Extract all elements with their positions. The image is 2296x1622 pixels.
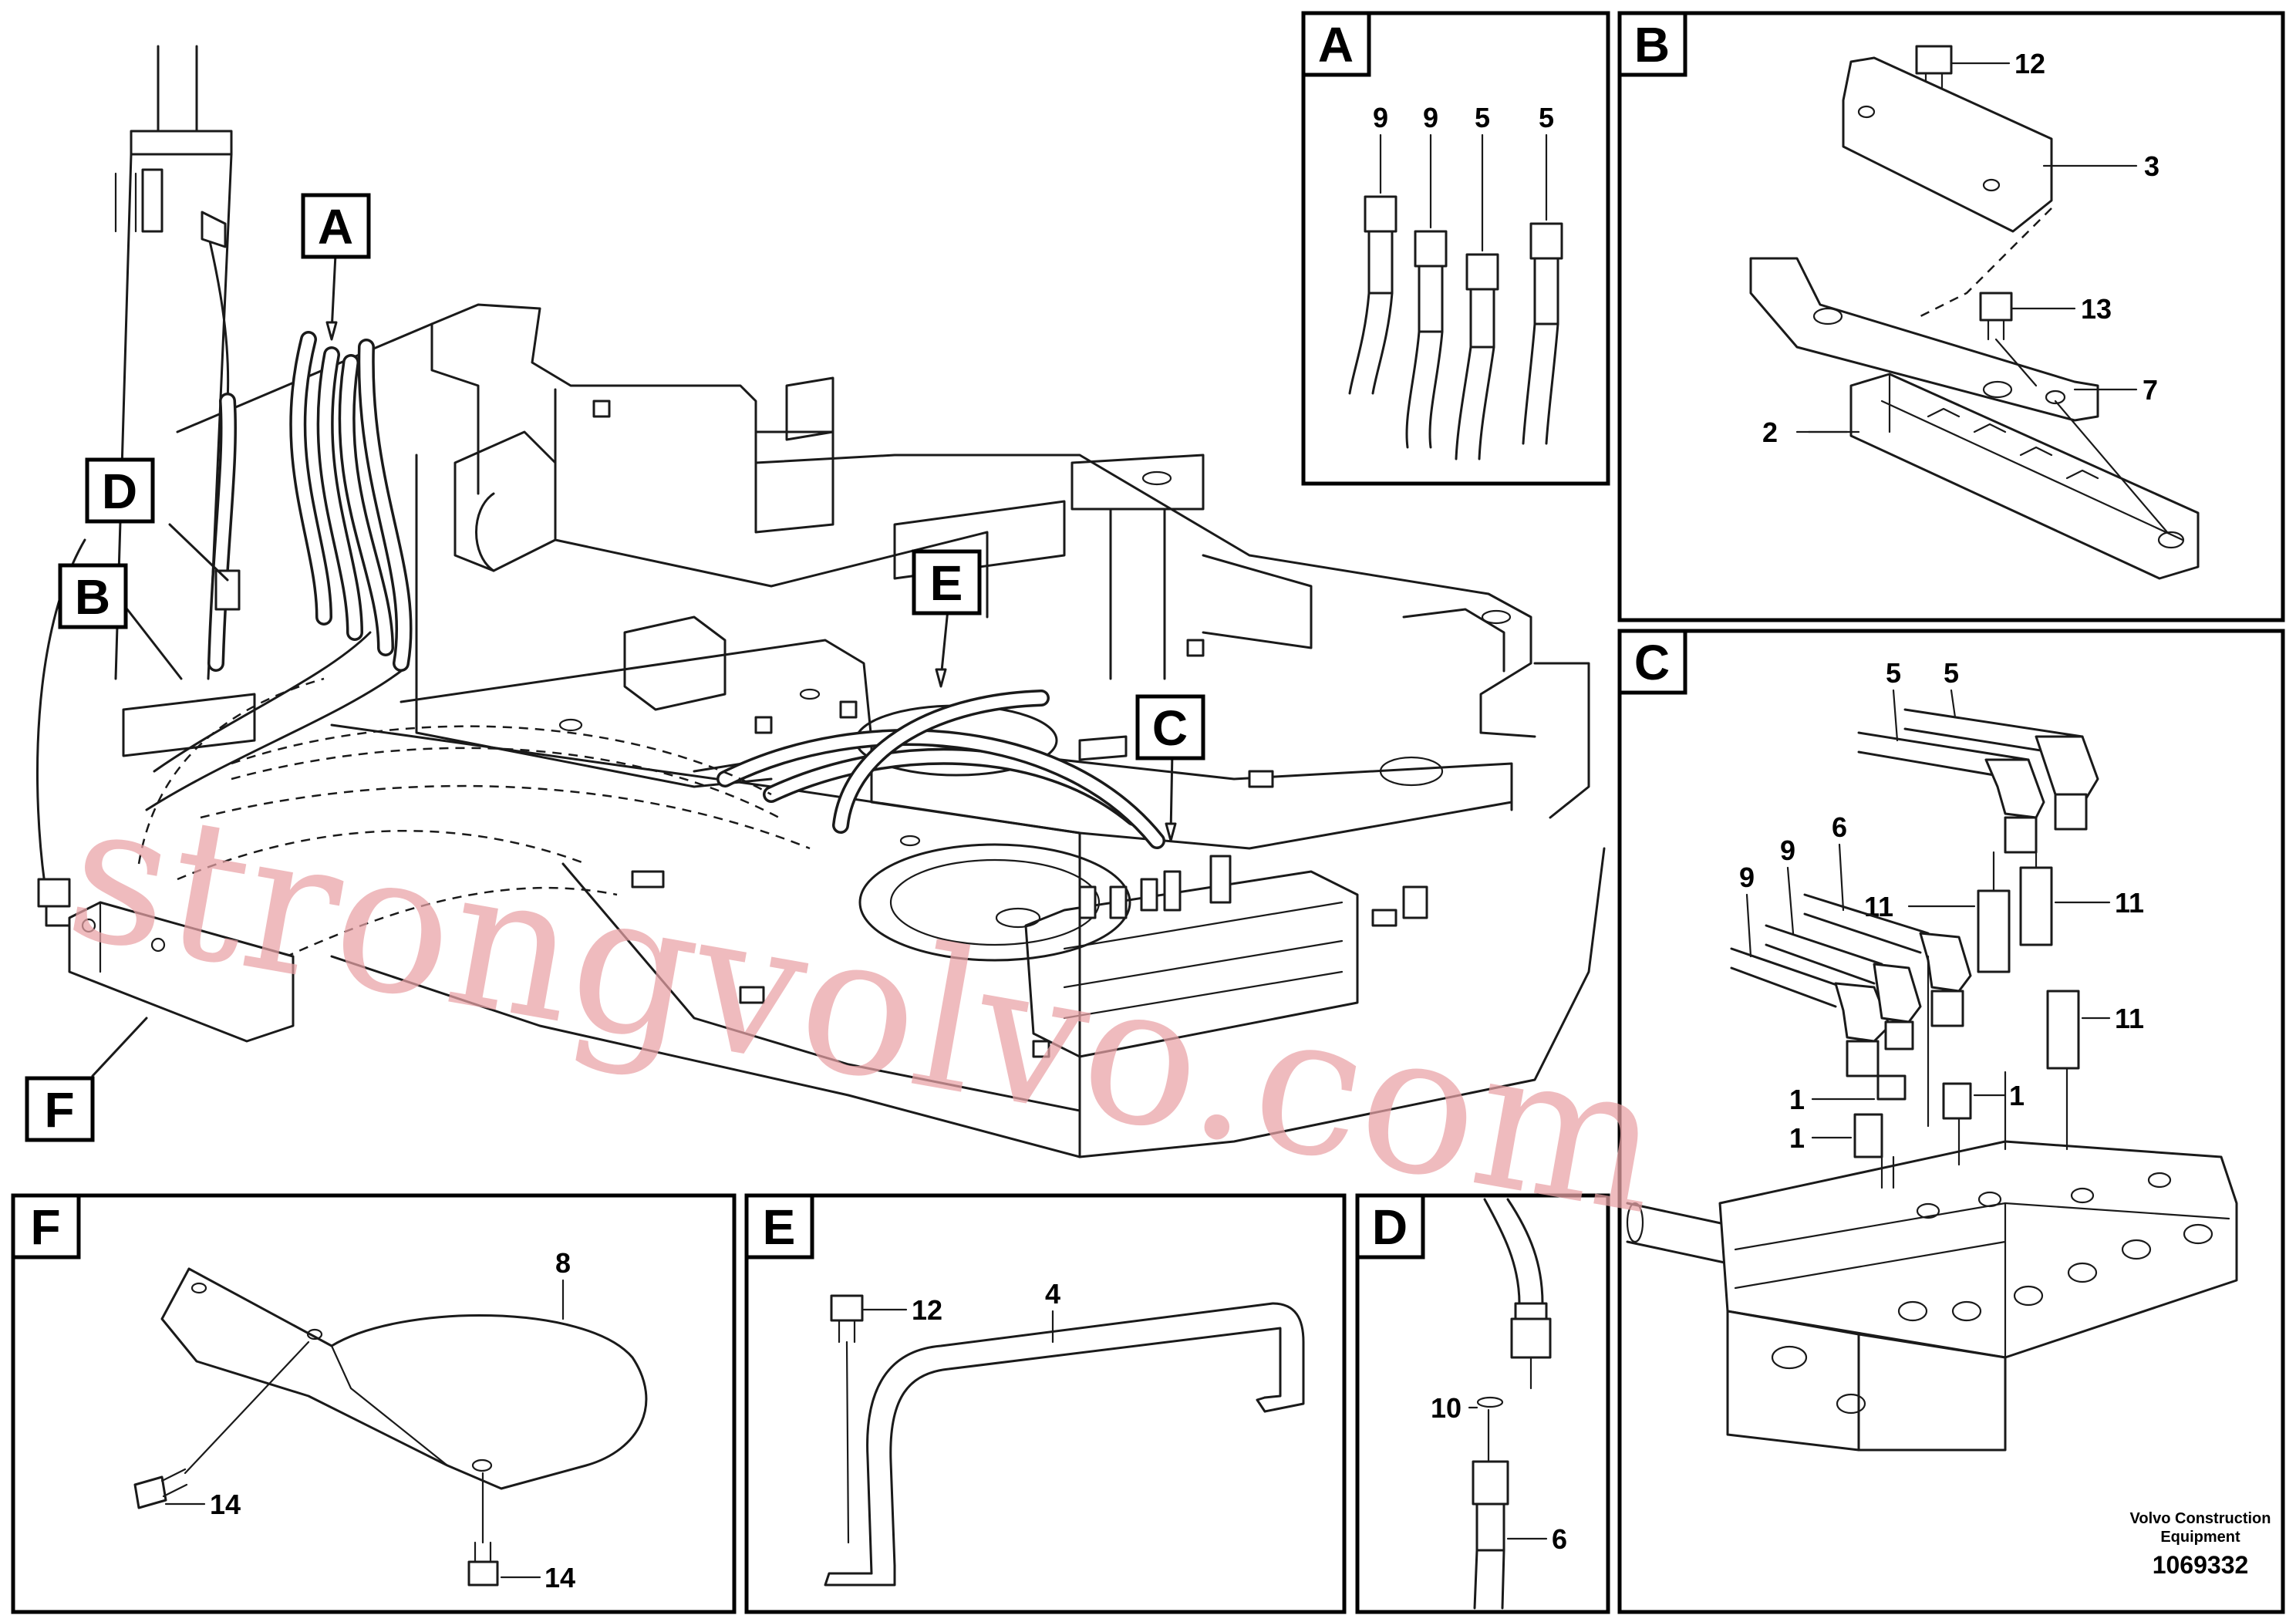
panel-e-tag-box xyxy=(744,1193,814,1259)
panel-d-label-10: 10 xyxy=(1431,1392,1462,1424)
part-number: 1069332 xyxy=(2153,1551,2249,1579)
svg-text:D: D xyxy=(102,464,137,519)
panel-b-label-7: 7 xyxy=(2143,374,2158,406)
panel-f-tag: F xyxy=(30,1199,60,1255)
panel-f-label-14b: 14 xyxy=(544,1562,575,1593)
panel-c-label-9b: 9 xyxy=(1739,862,1755,893)
brand-line-2: Equipment xyxy=(2160,1529,2240,1546)
svg-text:E: E xyxy=(930,555,963,611)
panel-a-label-9: 9 xyxy=(1373,102,1388,133)
panel-a-tag: A xyxy=(1318,17,1354,73)
panel-b-label-3: 3 xyxy=(2144,150,2159,182)
panel-c-label-1b: 1 xyxy=(2009,1080,2025,1111)
callout-tag-a[interactable]: A xyxy=(301,193,371,259)
panel-b-label-2: 2 xyxy=(1762,416,1778,448)
panel-c-tag-box xyxy=(1617,629,1687,695)
svg-text:F: F xyxy=(44,1082,74,1138)
detail-panel-b: B 12 3 7 13 2 xyxy=(1617,11,2285,622)
main-assembly-view xyxy=(36,45,1606,1158)
panel-c-label-5a: 5 xyxy=(1886,657,1901,689)
svg-text:B: B xyxy=(75,569,110,625)
panel-c-tag: C xyxy=(1634,635,1670,690)
detail-panel-f: F 8 14 14 xyxy=(11,1193,737,1614)
detail-panel-c: C 5 5 11 11 11 9 6 9 xyxy=(1617,629,2285,1614)
panel-b-label-12: 12 xyxy=(2014,48,2045,79)
brand-footer: Volvo Construction Equipment 1069332 xyxy=(2130,1510,2271,1579)
detail-panel-e: E 12 4 xyxy=(744,1193,1347,1614)
panel-f-tag-box xyxy=(11,1193,81,1259)
panel-c-label-9a: 9 xyxy=(1780,835,1795,866)
watermark-text: strongvolvo.com xyxy=(54,757,1677,1258)
detail-panel-d: D 10 6 xyxy=(1355,1193,1610,1614)
panel-a-label-5: 5 xyxy=(1475,102,1490,133)
panel-c-label-5b: 5 xyxy=(1944,657,1959,689)
brand-line-1: Volvo Construction xyxy=(2130,1510,2271,1527)
panel-d-tag: D xyxy=(1372,1199,1408,1255)
panel-b-tag: B xyxy=(1634,17,1670,73)
callout-tag-b[interactable]: B xyxy=(58,563,128,629)
bolt-12-head xyxy=(1915,45,1953,75)
panel-a-label-5b: 5 xyxy=(1539,102,1554,133)
callout-tag-c[interactable]: C xyxy=(1135,694,1205,760)
panel-e-label-12: 12 xyxy=(912,1294,942,1326)
callout-tag-f[interactable]: F xyxy=(25,1076,95,1142)
panel-b-label-13: 13 xyxy=(2081,293,2112,325)
panel-a-tag-box xyxy=(1301,11,1371,77)
panel-d-tag-box xyxy=(1355,1193,1425,1259)
panel-b-tag-box xyxy=(1617,11,1687,77)
svg-text:C: C xyxy=(1152,700,1188,756)
panel-d-label-6: 6 xyxy=(1552,1523,1567,1555)
callout-tag-e[interactable]: E xyxy=(912,549,982,615)
panel-e-tag: E xyxy=(763,1199,796,1255)
svg-text:A: A xyxy=(318,199,353,255)
panel-f-label-8: 8 xyxy=(555,1247,571,1279)
panel-c-label-11b: 11 xyxy=(2115,887,2144,919)
detail-panel-a: A 9 9 5 5 xyxy=(1301,11,1610,486)
panel-c-label-11c: 11 xyxy=(2115,1003,2144,1034)
panel-c-label-1c: 1 xyxy=(1789,1122,1805,1154)
callout-tag-d[interactable]: D xyxy=(85,457,155,524)
panel-e-label-4: 4 xyxy=(1045,1278,1060,1310)
panel-c-label-6: 6 xyxy=(1832,811,1847,843)
panel-c-label-1a: 1 xyxy=(1789,1084,1805,1115)
panel-f-label-14a: 14 xyxy=(210,1489,241,1520)
panel-a-label-9b: 9 xyxy=(1423,102,1438,133)
